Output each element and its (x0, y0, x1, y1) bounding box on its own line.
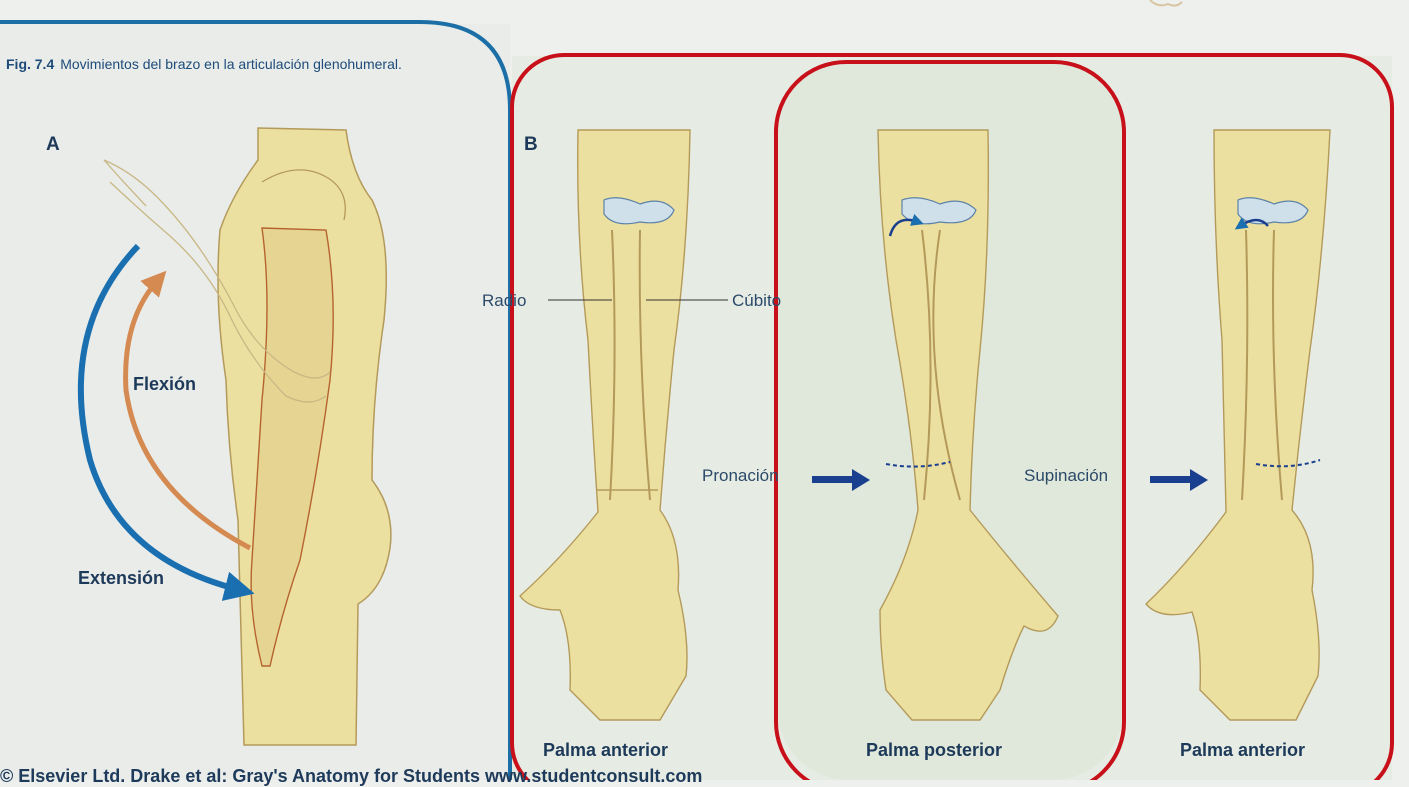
figure-number: Fig. 7.4 (6, 56, 55, 72)
forearm-skin (519, 129, 691, 721)
panel-a-letter: A (46, 134, 60, 155)
arm-raised-ghost-inner (109, 181, 327, 403)
figure-caption: Fig. 7.4 Movimientos del brazo en la arti… (6, 56, 402, 72)
arm-raised-ghost (103, 159, 331, 379)
palm-label-3: Palma anterior (1180, 740, 1306, 760)
arm-hanging (250, 227, 334, 667)
supination-label: Supinación (1024, 466, 1109, 485)
rotation-arrow (888, 213, 924, 237)
rotation-arrow (1234, 217, 1269, 230)
radius-bone (609, 229, 616, 501)
elbow-joint (1237, 197, 1309, 225)
panel-b-letter: B (524, 134, 538, 155)
extension-arrow (77, 243, 255, 601)
blue-highlight-frame (0, 20, 512, 780)
corner-fragment (1149, 0, 1183, 7)
radius-bone (1241, 229, 1249, 501)
radius-bone-crossed (932, 229, 961, 501)
extension-label: Extensión (78, 568, 165, 588)
pronation-label: Pronación (702, 466, 779, 485)
pronation-arrow (812, 469, 870, 491)
flexion-arrow (123, 270, 252, 551)
ulna-bone (638, 229, 651, 501)
palm-label-2: Palma posterior (866, 740, 1003, 760)
hand-ghost (103, 159, 147, 207)
forearm-skin (877, 129, 1059, 721)
panel-a-body (77, 127, 392, 746)
copyright-footer: © Elsevier Ltd. Drake et al: Gray's Anat… (0, 766, 703, 786)
ulna-label: Cúbito (732, 291, 782, 310)
red-highlight-frame-inner (774, 60, 1126, 787)
supination-arrow (1150, 469, 1208, 491)
forearm-1 (519, 129, 728, 721)
forearm-skin (1145, 129, 1331, 721)
elbow-joint (603, 197, 675, 225)
forearm-3 (1145, 129, 1331, 721)
red-highlight-frame-outer (510, 53, 1394, 787)
ulna-bone (1272, 229, 1283, 501)
radius-label: Radio (482, 291, 527, 310)
wrist-rotation-mark (1255, 459, 1321, 468)
ulna-bone (921, 229, 932, 501)
forearm-2 (877, 129, 1059, 721)
figure-caption-text: Movimientos del brazo en la articulación… (60, 56, 402, 72)
palm-label-1: Palma anterior (543, 740, 669, 760)
shoulder-outline (261, 169, 346, 221)
flexion-label: Flexión (133, 374, 197, 394)
wrist-rotation-mark (885, 461, 951, 468)
